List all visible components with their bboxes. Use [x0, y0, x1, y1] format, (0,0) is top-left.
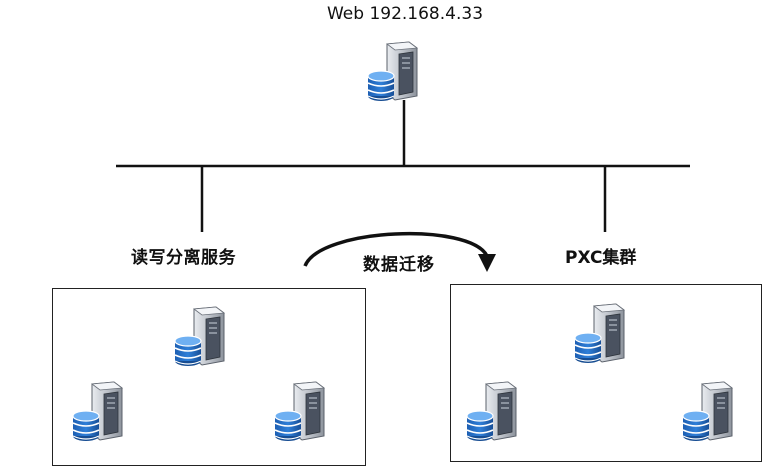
server-graphic: [682, 381, 734, 441]
pxc-server-left-icon: [464, 380, 524, 444]
server-graphic: [174, 306, 226, 366]
pxc-server-right-icon: [680, 380, 740, 444]
server-graphic: [574, 303, 626, 363]
pxc-server-top-icon: [572, 302, 632, 366]
web-server-label: Web 192.168.4.33: [326, 4, 484, 24]
rw-server-top-icon: [172, 305, 232, 369]
migration-arc: [303, 231, 489, 267]
migration-label: 数据迁移: [363, 255, 435, 275]
pxc-cluster-label: PXC集群: [565, 248, 637, 268]
server-graphic: [72, 381, 124, 441]
rw-server-left-icon: [70, 380, 130, 444]
server-graphic: [466, 381, 518, 441]
server-graphic: [367, 41, 419, 101]
server-graphic: [274, 381, 326, 441]
rw-server-right-icon: [272, 380, 332, 444]
rw-split-label: 读写分离服务: [131, 248, 236, 268]
migration-arrowhead-icon: [478, 254, 496, 272]
web-server-icon: [365, 40, 425, 104]
